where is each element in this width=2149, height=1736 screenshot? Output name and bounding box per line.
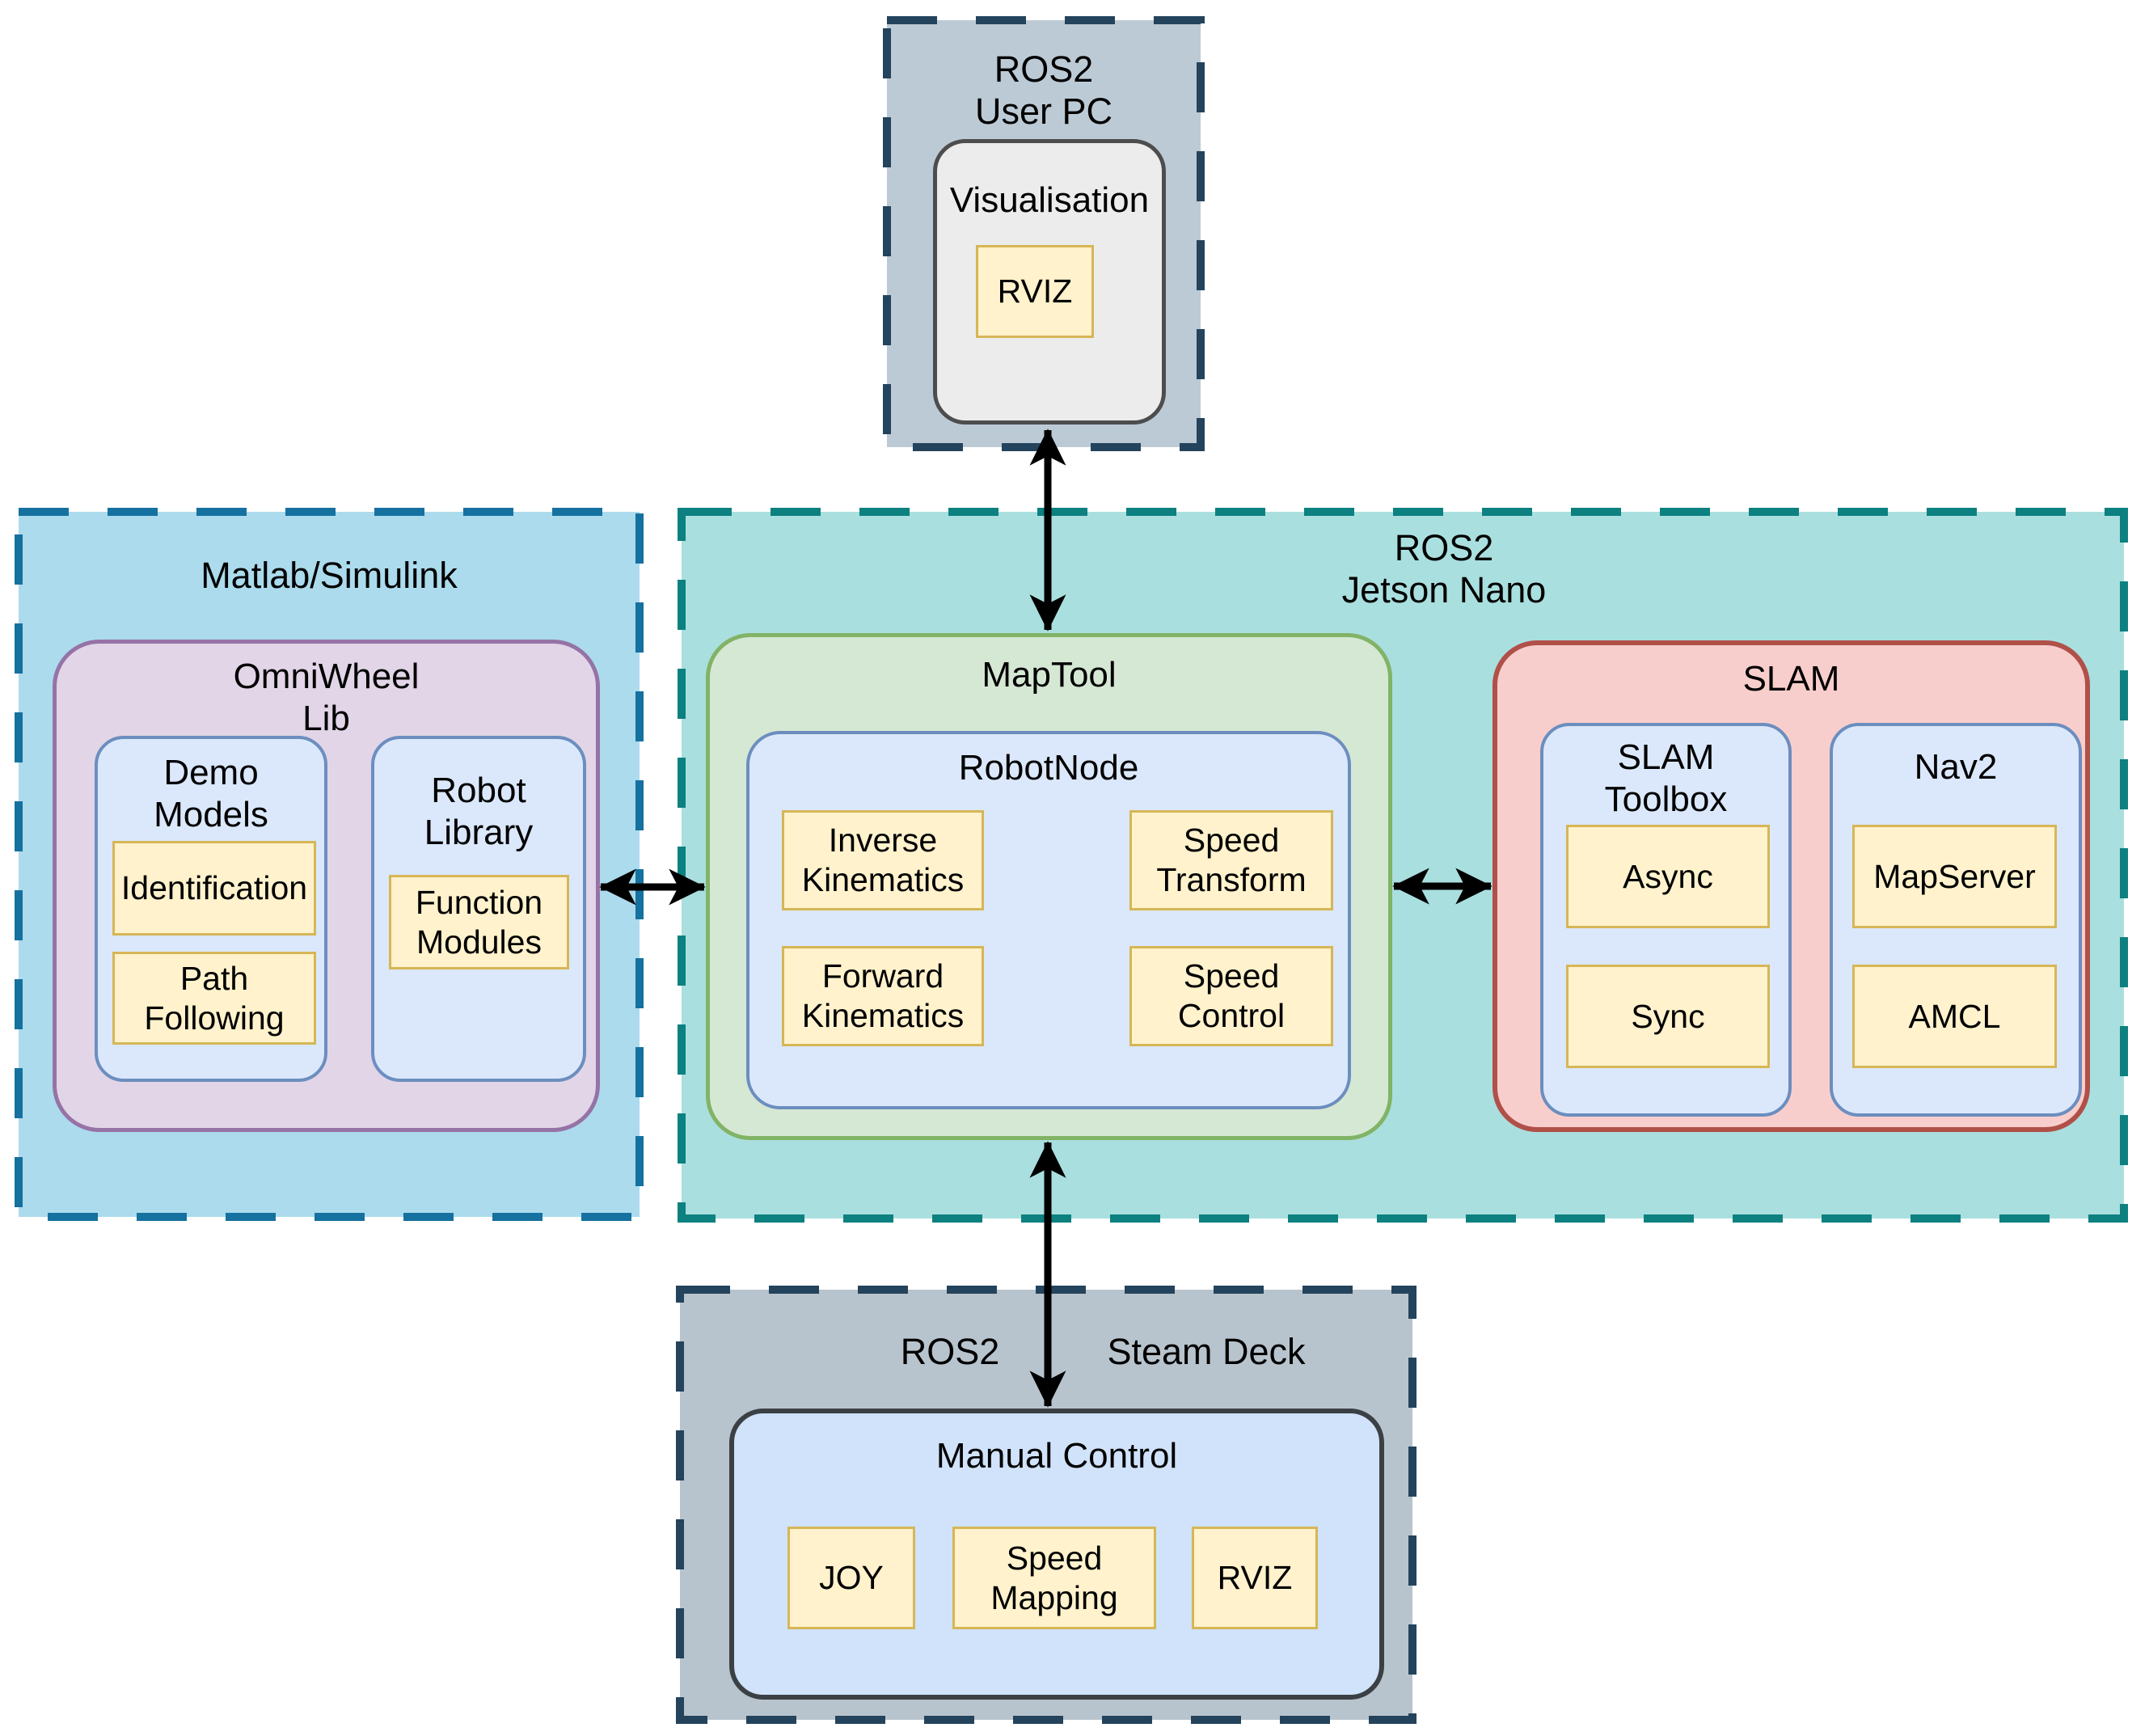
async-module: Async [1566,825,1770,928]
user-pc-region: ROS2 User PC Visualisation RVIZ [883,16,1205,451]
slam-node: SLAM SLAM Toolbox Async Sync Nav2 MapSer… [1492,640,2090,1132]
speed-control-module: Speed Control [1129,946,1333,1046]
steamdeck-title-ros2: ROS2 [900,1331,1000,1372]
robot-library-title-line2: Library [424,813,534,852]
speed-transform-module: Speed Transform [1129,810,1333,910]
jetson-title-line1: ROS2 [1394,527,1494,568]
slam-toolbox-title: SLAM Toolbox [1543,737,1788,821]
omniwheel-title-line2: Lib [302,699,350,738]
path-following-module: Path Following [112,952,316,1045]
slam-toolbox-title-line1: SLAM [1617,737,1715,777]
nav2-title: Nav2 [1914,747,1998,787]
robotnode-node: RobotNode Inverse Kinematics Speed Trans… [746,731,1351,1109]
slam-title: SLAM [1742,659,1840,699]
jetson-title-line2: Jetson Nano [1341,569,1547,610]
nav2-node: Nav2 MapServer AMCL [1830,723,2082,1117]
user-pc-title-line1: ROS2 [994,49,1094,90]
joy-module: JOY [787,1527,915,1629]
maptool-node: MapTool RobotNode Inverse Kinematics Spe… [706,633,1392,1140]
robot-library-title: Robot Library [374,770,583,854]
slam-toolbox-node: SLAM Toolbox Async Sync [1540,723,1792,1117]
user-pc-title-line2: User PC [974,91,1113,132]
identification-module: Identification [112,841,316,936]
manual-control-node: Manual Control JOY Speed Mapping RVIZ [729,1409,1384,1700]
sync-module: Sync [1566,965,1770,1068]
visualisation-title: Visualisation [949,180,1150,220]
demo-models-title: Demo Models [98,752,324,836]
jetson-title: ROS2 Jetson Nano [1342,527,1547,611]
rviz-module: RVIZ [1192,1527,1318,1629]
visualisation-node: Visualisation RVIZ [933,139,1166,424]
inverse-kinematics-module: Inverse Kinematics [782,810,984,910]
omniwheel-lib-title: OmniWheel Lib [57,656,596,740]
matlab-region: Matlab/Simulink OmniWheel Lib Demo Model… [15,508,644,1221]
robot-library-title-line1: Robot [431,771,526,810]
matlab-title: Matlab/Simulink [201,555,458,596]
function-modules-module: Function Modules [389,875,569,969]
mapserver-module: MapServer [1852,825,2057,928]
rviz-module: RVIZ [976,245,1094,338]
amcl-module: AMCL [1852,965,2057,1068]
steamdeck-region: ROS2 Steam Deck Manual Control JOY Speed… [676,1286,1416,1724]
speed-mapping-module: Speed Mapping [952,1527,1156,1629]
demo-models-node: Demo Models Identification Path Followin… [95,736,327,1082]
robotnode-title: RobotNode [958,748,1139,788]
maptool-title: MapTool [982,655,1117,695]
slam-toolbox-title-line2: Toolbox [1604,779,1728,819]
user-pc-title: ROS2 User PC [883,49,1205,133]
robot-library-node: Robot Library Function Modules [371,736,586,1082]
steamdeck-title-steam-deck: Steam Deck [1107,1331,1306,1372]
omniwheel-lib-node: OmniWheel Lib Demo Models Identification… [53,640,600,1132]
omniwheel-title-line1: OmniWheel [233,657,420,696]
demo-models-title-line1: Demo [163,753,259,792]
forward-kinematics-module: Forward Kinematics [782,946,984,1046]
manual-control-title: Manual Control [935,1436,1178,1476]
demo-models-title-line2: Models [154,795,268,834]
jetson-region: ROS2 Jetson Nano MapTool RobotNode Inver… [678,508,2128,1223]
